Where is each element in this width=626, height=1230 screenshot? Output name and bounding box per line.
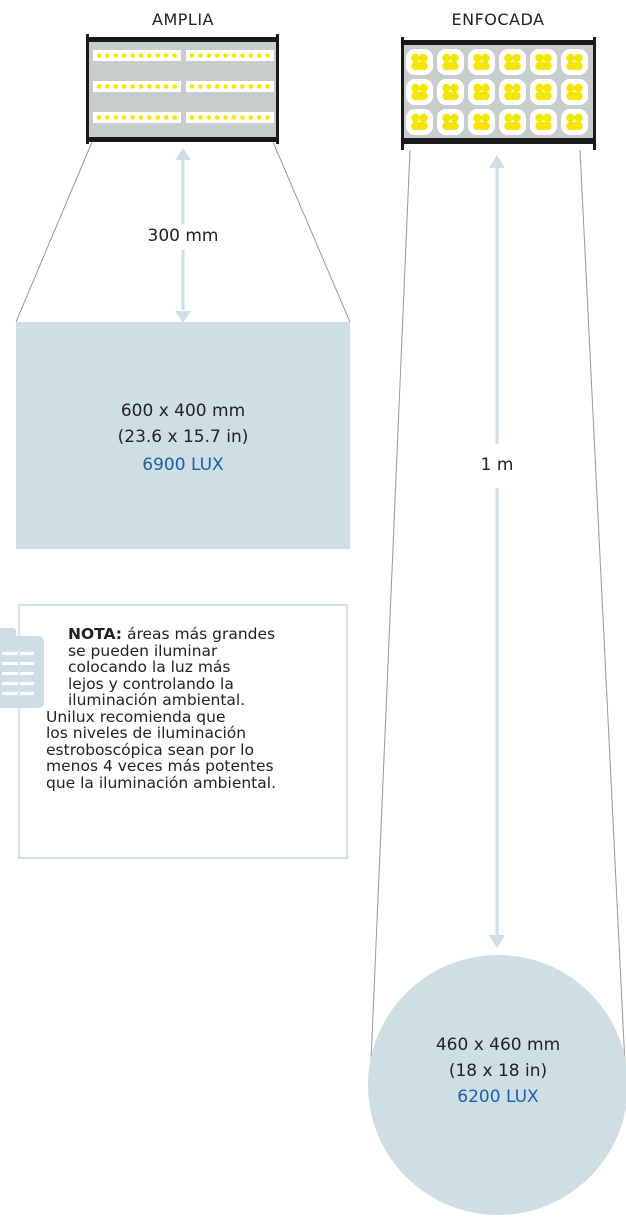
wide-lux: 6900 LUX: [142, 455, 224, 475]
led-cell: [437, 79, 464, 105]
led-cell: [530, 109, 557, 135]
focused-distance-label: 1 m: [480, 455, 514, 475]
led-cell: [437, 109, 464, 135]
note-line: Unilux recomienda que: [46, 707, 226, 726]
note-text: NOTA: áreas más grandes se pueden ilumin…: [46, 626, 346, 791]
note-label: NOTA:: [68, 625, 123, 643]
led-strip: [186, 112, 274, 123]
led-cell: [499, 79, 526, 105]
focused-area-size-in: (18 x 18 in): [448, 1061, 548, 1081]
led-cell: [468, 79, 495, 105]
focused-lux: 6200 LUX: [457, 1087, 539, 1107]
note-line: estroboscópica sean por lo: [46, 740, 254, 759]
note-line: lejos y controlando la: [68, 674, 234, 693]
wide-distance-arrow: [175, 148, 191, 323]
led-strip: [186, 50, 274, 61]
wide-distance-label: 300 mm: [147, 226, 219, 246]
led-cell: [406, 79, 433, 105]
led-cell: [561, 109, 588, 135]
wide-area-size-in: (23.6 x 15.7 in): [117, 427, 249, 447]
focused-area-size: 460 x 460 mm: [435, 1035, 561, 1055]
led-cell: [406, 109, 433, 135]
led-strip: [93, 112, 181, 123]
led-cell: [561, 79, 588, 105]
note-line: menos 4 veces más potentes: [46, 757, 274, 775]
led-strip: [186, 81, 274, 92]
led-cell: [468, 109, 495, 135]
led-cell: [406, 49, 433, 75]
wide-area-size: 600 x 400 mm: [120, 401, 246, 421]
led-cell: [437, 49, 464, 75]
focused-area: [368, 955, 626, 1215]
led-cell: [530, 79, 557, 105]
focused-fixture: [401, 37, 596, 150]
focused-title: ENFOCADA: [451, 10, 545, 29]
wide-fixture: [86, 34, 279, 144]
note-line: colocando la luz más: [68, 658, 231, 676]
wide-title: AMPLIA: [152, 10, 214, 29]
led-cell: [499, 49, 526, 75]
note-line: los niveles de iluminación: [46, 724, 247, 742]
led-strip: [93, 81, 181, 92]
led-cell: [468, 49, 495, 75]
led-cell: [561, 49, 588, 75]
wide-area: [16, 322, 350, 549]
note-line: que la iluminación ambiental.: [46, 773, 276, 792]
focused-distance-arrow: [489, 155, 505, 948]
note-line: iluminación ambiental.: [68, 691, 246, 709]
note-line: áreas más grandes: [126, 625, 276, 643]
led-strip: [93, 50, 181, 61]
led-cell: [499, 109, 526, 135]
led-cell: [530, 49, 557, 75]
wide-beam: [15, 141, 351, 323]
note-line: se pueden iluminar: [68, 641, 218, 660]
note-box: [18, 604, 348, 859]
focused-beam: [369, 149, 626, 1086]
